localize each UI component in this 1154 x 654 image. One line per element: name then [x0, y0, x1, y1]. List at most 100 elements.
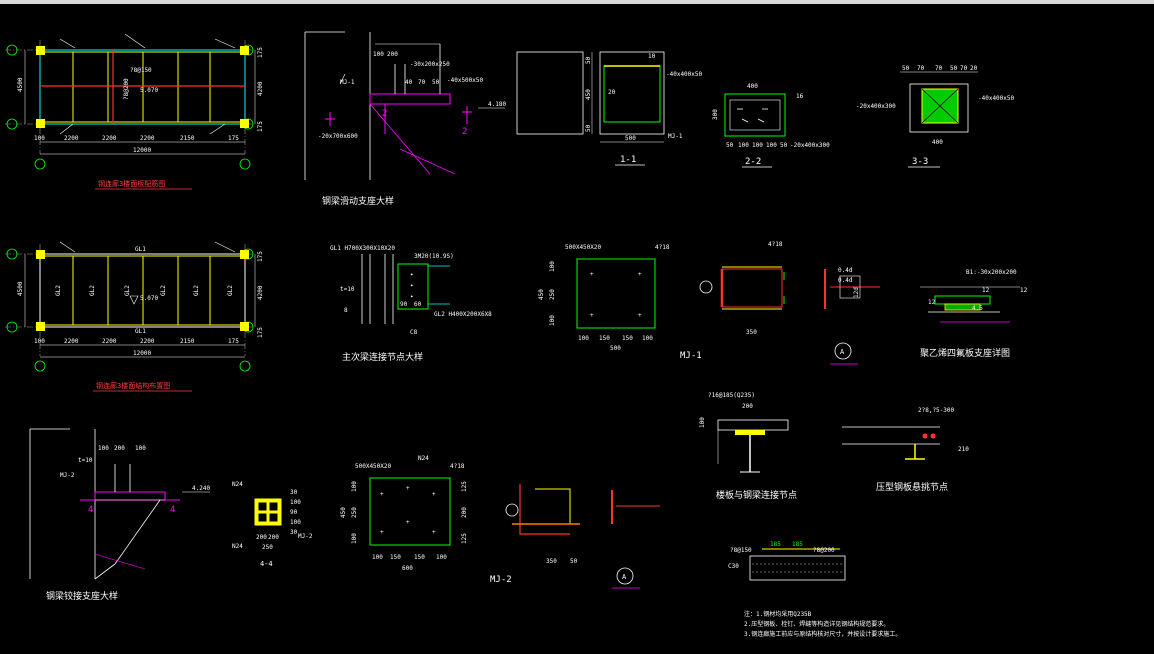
- mj2-hole-4: +: [432, 529, 436, 536]
- sec44-side-2: 90: [290, 509, 298, 516]
- slide-elev: 4.180: [488, 101, 506, 108]
- mj2-dim-left-2: 100: [351, 533, 358, 544]
- plan2-beam-v5: GL2: [193, 285, 200, 296]
- hinge-mark-right: 4: [170, 505, 175, 515]
- sec44-mj: MJ-2: [298, 533, 313, 540]
- plan1-dim-bottom-5: 175: [228, 135, 239, 142]
- mj2-dim-right-1: 200: [461, 507, 468, 518]
- mj2-dim-bottom-2: 150: [414, 554, 425, 561]
- mj2-height: 450: [340, 507, 347, 518]
- hinge-dim-top-1: 200: [114, 445, 125, 452]
- mj2-dim-left-0: 100: [351, 481, 358, 492]
- sec22-bottom-3: 100: [766, 142, 777, 149]
- mj1-hole-4: +: [638, 312, 642, 319]
- joint-beam-1: GL1 H700X300X10X20: [330, 245, 395, 252]
- joint-c: C8: [410, 329, 418, 336]
- slide-plate-2: -40x500x50: [447, 77, 484, 84]
- mj1-small-0: 0.4d: [838, 267, 853, 274]
- section-4-4: N24 N24 30 100 90 100 30 MJ-2 200 200 25…: [232, 481, 313, 568]
- sec22-n: 16: [796, 93, 804, 100]
- slide-mj: MJ-1: [340, 79, 355, 86]
- plan1-total: 12000: [133, 147, 151, 154]
- plan2-dim-bottom-5: 175: [228, 338, 239, 345]
- mj1-dim-left-1: 250: [549, 289, 556, 300]
- plan1-dim-bottom-1: 2200: [64, 135, 79, 142]
- sec33-top-2: 70: [935, 65, 943, 72]
- ptfe-d2: 12: [1020, 287, 1028, 294]
- top-border: [0, 0, 1154, 4]
- floor-dim-0: 200: [742, 403, 753, 410]
- hinge-dim-top-0: 100: [98, 445, 109, 452]
- mj2-anchor: 4?18: [450, 463, 465, 470]
- mj2-side-dim-0: 350: [546, 558, 557, 565]
- plan2-dim-bottom-1: 2200: [64, 338, 79, 345]
- sec33-plate-2: -40x400x50: [978, 95, 1015, 102]
- sec33-top-1: 70: [917, 65, 925, 72]
- slab-section: ?8@150 ?8@200 185 185 C30: [728, 541, 846, 581]
- drawing-sheet: 4 500 175 4 200 175 100 2200 2200 2200 2 15…: [5, 31, 1028, 638]
- slab-dim-0: 185: [770, 541, 781, 548]
- sec44-side-3: 100: [290, 519, 301, 526]
- sec11-width: 500: [625, 135, 636, 142]
- ptfe-d4: 12: [928, 299, 936, 306]
- mj1-dim-bottom-3: 100: [642, 335, 653, 342]
- hinge-support-detail: 100 200 100 t=10 MJ-2 4.240 4 4 钢梁铰接支座大样: [29, 428, 210, 602]
- plan2-dim-right-a: 175: [257, 251, 264, 262]
- slide-dim-top-b: 200: [387, 51, 398, 58]
- mj2-hole-1: +: [380, 491, 384, 498]
- section-2-2: 400 300 16 50 100 100 100 50 -20x400x300…: [712, 83, 830, 168]
- mj1-height: 450: [538, 289, 545, 300]
- sec44-bottom-0: 200: [256, 534, 267, 541]
- slide-dim-top-a: 100: [373, 51, 384, 58]
- plan1-slope: 5.070: [140, 87, 158, 94]
- slide-mark-right: 2: [462, 127, 467, 137]
- mj1-detail: + + + + 500X450X20 4?18 100 250 100 450 …: [538, 241, 880, 365]
- plan2-dim-bottom-0: 100: [34, 338, 45, 345]
- mj2-dim-right-0: 125: [461, 481, 468, 492]
- mj2-dim-right-2: 125: [461, 533, 468, 544]
- sec11-dim-a: 50: [585, 56, 592, 64]
- deck-title: 压型钢板悬挑节点: [876, 481, 948, 493]
- mj2-dim-bottom-1: 150: [390, 554, 401, 561]
- plan2-total: 12000: [133, 350, 151, 357]
- section-3-3: 50 70 70 50 70 20 -20x400x300 -40x400x50…: [856, 65, 1015, 168]
- mj1-plate: 500X450X20: [565, 244, 602, 251]
- plan2-dim-right-c: 175: [257, 327, 264, 338]
- plan1-dim-bottom-2: 2200: [102, 135, 117, 142]
- section-1-1: 50 450 50 500 10 20 -40x400x50 MJ-1 1-1: [516, 51, 703, 166]
- mj1-dim-left-0: 100: [549, 261, 556, 272]
- sec22-left: 300: [712, 109, 719, 120]
- hinge-dim-top-2: 100: [135, 445, 146, 452]
- ptfe-title: 聚乙烯四氟板支座详图: [920, 347, 1010, 359]
- slide-title: 钢梁滑动支座大样: [322, 195, 394, 207]
- plan2-title: 钢连廊3楼面结构布置图: [96, 381, 170, 390]
- plan1-dim-bottom-3: 2200: [140, 135, 155, 142]
- hinge-mj: MJ-2: [60, 472, 75, 479]
- sec22-bottom-0: 50: [726, 142, 734, 149]
- mj2-detail: + + + + + + 500X450X20 N24 4?18 100 250 …: [340, 455, 660, 589]
- note-line-1: 注：1.钢材均采用Q235B: [744, 610, 812, 618]
- mj1-dim-bottom-0: 100: [578, 335, 589, 342]
- plan1-dim-right-c: 175: [257, 121, 264, 132]
- deck-h: 210: [958, 446, 969, 453]
- sec33-width: 400: [932, 139, 943, 146]
- plan-reinforcement: 4500 175 4200 175 100 2200 2200 2200 215…: [5, 33, 264, 190]
- hinge-mark-left: 4: [88, 505, 93, 515]
- mj1-label: MJ-1: [680, 351, 702, 361]
- slide-plate-3: -20x700x600: [318, 133, 358, 140]
- ptfe-plate: B1:-30x200x200: [966, 269, 1017, 276]
- sec22-label: 2-2: [745, 157, 761, 167]
- sliding-support-detail: 100 200 -30x200x250 40 70 50 -40x500x50 …: [304, 31, 506, 207]
- plan2-beam-bottom: GL1: [135, 328, 146, 335]
- floor-beam-connection: ?16@185(Q235) 200 100 楼板与钢梁连接节点: [699, 392, 797, 501]
- mj2-plate: 500X450X20: [355, 463, 392, 470]
- hinge-t: t=10: [78, 457, 93, 464]
- floor-dim-1: 100: [699, 417, 706, 428]
- plan1-dim-bottom-0: 100: [34, 135, 45, 142]
- floor-stud: ?16@185(Q235): [708, 392, 755, 399]
- sec44-side-4: 30: [290, 529, 298, 536]
- joint-t: t=10: [340, 286, 355, 293]
- ptfe-d1: 12: [982, 287, 990, 294]
- joint-title: 主次梁连接节点大样: [342, 351, 423, 363]
- mj2-width: 600: [402, 565, 413, 572]
